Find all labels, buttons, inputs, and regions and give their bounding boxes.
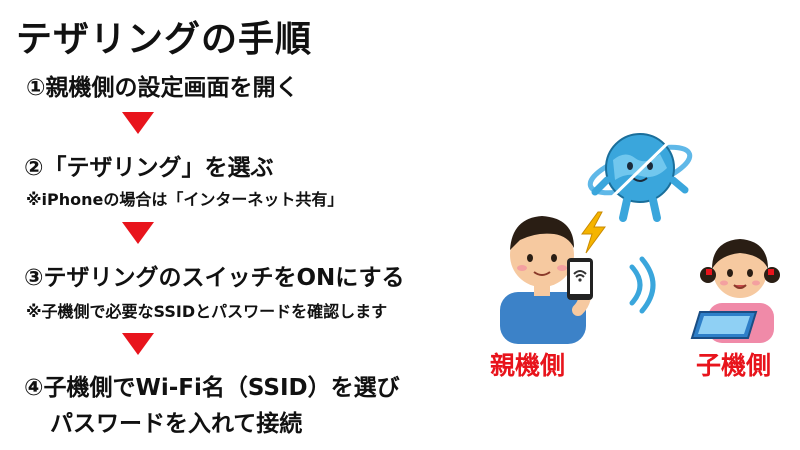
down-arrow-icon xyxy=(122,222,154,244)
internet-globe-icon xyxy=(587,133,693,222)
step-4-line2: パスワードを入れて接続 xyxy=(50,411,303,437)
step-2: ②「テザリング」を選ぶ xyxy=(24,155,274,181)
step-4: ④子機側でWi-Fi名（SSID）を選び xyxy=(24,375,400,401)
person-with-smartphone-icon xyxy=(500,216,592,344)
step-2-note: ※iPhoneの場合は「インターネット共有」 xyxy=(26,190,344,209)
child-device-label: 子機側 xyxy=(696,351,772,380)
page-title: テザリングの手順 xyxy=(16,19,313,60)
down-arrow-icon xyxy=(122,333,154,355)
tablet-icon xyxy=(690,311,758,339)
down-arrow-icon xyxy=(122,112,154,134)
smartphone-wifi-icon xyxy=(567,258,593,300)
step-3: ③テザリングのスイッチをONにする xyxy=(24,265,405,291)
step-1: ①親機側の設定画面を開く xyxy=(26,75,299,101)
wifi-signal-icon xyxy=(629,256,656,314)
parent-device-label: 親機側 xyxy=(490,351,566,380)
step-3-note: ※子機側で必要なSSIDとパスワードを確認します xyxy=(26,302,388,321)
lightning-icon xyxy=(581,211,606,254)
